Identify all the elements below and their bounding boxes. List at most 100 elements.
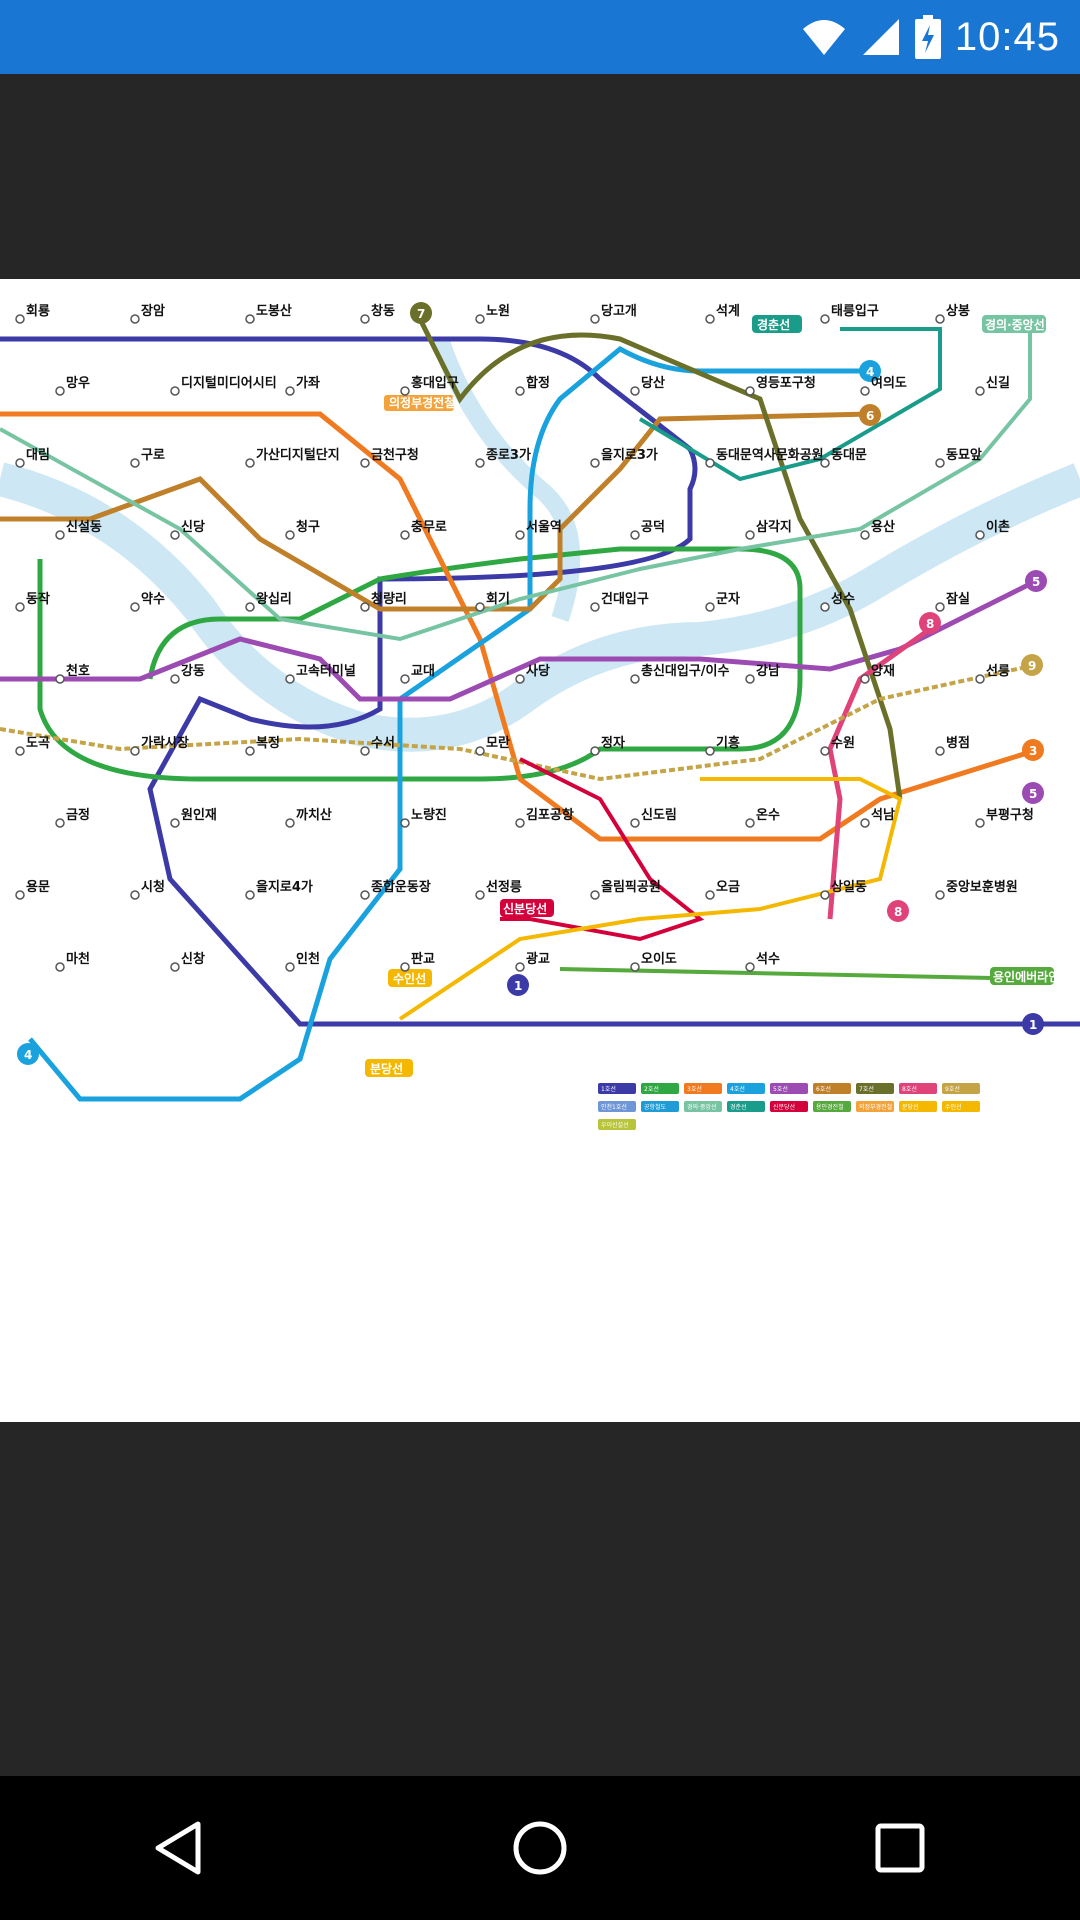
subway-map[interactable]: 의정부경전철 경춘선 경의·중앙선 신분당선 수인선 분당선 용인에버라인 7 … — [0, 279, 1080, 1422]
station-marker — [860, 386, 870, 396]
station-label: 까치산 — [296, 807, 332, 823]
station-label: 석계 — [716, 304, 740, 319]
station-marker — [935, 746, 945, 756]
station-marker — [55, 818, 65, 828]
station-marker — [515, 818, 525, 828]
legend-swatch — [942, 1083, 980, 1094]
station-label: 금정 — [66, 807, 90, 823]
station-label: 왕십리 — [256, 591, 292, 607]
station-label: 동대문역사문화공원 — [716, 447, 824, 463]
legend-label: 6호선 — [816, 1085, 831, 1093]
legend-label: 1호선 — [601, 1085, 616, 1093]
station-marker — [630, 674, 640, 684]
station-marker — [475, 602, 485, 612]
station-label: 건대입구 — [601, 591, 649, 607]
station-label: 군자 — [716, 592, 740, 607]
station-label: 노량진 — [411, 807, 447, 823]
line5-top-badge: 5 — [1025, 570, 1047, 592]
station-label: 동대문 — [831, 448, 867, 463]
station-label: 원인재 — [181, 807, 217, 823]
station-marker — [400, 386, 410, 396]
station-label: 망우 — [66, 375, 90, 391]
station-label: 가산디지털단지 — [256, 447, 340, 463]
station-label: 성수 — [831, 592, 855, 607]
station-label: 신설동 — [66, 520, 102, 535]
station-label: 신창 — [181, 951, 205, 967]
line8-bottom-badge: 8 — [887, 900, 909, 922]
station-marker — [515, 386, 525, 396]
station-label: 광교 — [526, 952, 550, 967]
station-label: 구로 — [141, 448, 165, 463]
status-bar: 10:45 — [0, 0, 1080, 74]
station-marker — [400, 818, 410, 828]
station-label: 청량리 — [371, 591, 407, 607]
station-label: 오이도 — [641, 951, 677, 967]
station-marker — [745, 962, 755, 972]
station-marker — [55, 386, 65, 396]
legend-swatch — [727, 1083, 765, 1094]
back-icon — [155, 1821, 201, 1875]
status-clock: 10:45 — [954, 14, 1060, 59]
station-marker — [860, 818, 870, 828]
svg-text:4: 4 — [24, 1048, 32, 1062]
station-label: 가락시장 — [141, 735, 189, 751]
line-gyeongchun — [638, 327, 942, 482]
legend-swatch — [770, 1083, 808, 1094]
battery-charging-icon — [914, 15, 941, 59]
river-branch — [431, 336, 581, 622]
station-label: 양재 — [871, 664, 895, 679]
legend-label: 9호선 — [945, 1085, 960, 1093]
station-marker — [515, 530, 525, 540]
station-marker — [820, 890, 830, 900]
legend-swatch — [856, 1083, 894, 1094]
station-label: 총신대입구/이수 — [641, 663, 730, 679]
station-label: 회룡 — [26, 303, 50, 319]
station-marker — [285, 818, 295, 828]
svg-text:5: 5 — [1029, 787, 1037, 801]
station-marker — [705, 746, 715, 756]
station-marker — [360, 314, 370, 324]
line-6 — [0, 411, 871, 612]
station-marker — [975, 818, 985, 828]
station-label: 마천 — [66, 951, 90, 967]
legend-label: 5호선 — [773, 1085, 788, 1093]
back-button[interactable] — [120, 1788, 240, 1908]
station-marker — [745, 674, 755, 684]
legend-label: 우이신설선 — [601, 1121, 629, 1129]
recents-button[interactable] — [840, 1788, 960, 1908]
station-label: 이촌 — [986, 519, 1010, 535]
station-marker — [630, 386, 640, 396]
svg-text:8: 8 — [926, 617, 934, 631]
home-button[interactable] — [480, 1788, 600, 1908]
legend-swatch — [770, 1101, 808, 1112]
station-marker — [170, 962, 180, 972]
station-marker — [245, 602, 255, 612]
station-marker — [360, 746, 370, 756]
station-label: 청구 — [296, 519, 320, 535]
station-marker — [590, 890, 600, 900]
station-marker — [630, 530, 640, 540]
cell-signal-icon — [862, 19, 899, 55]
station-label: 모란 — [486, 736, 510, 751]
station-label: 선릉 — [986, 663, 1010, 679]
station-marker — [55, 962, 65, 972]
svg-text:경춘선: 경춘선 — [757, 317, 790, 332]
legend-label: 7호선 — [859, 1085, 874, 1093]
line9-badge: 9 — [1021, 654, 1043, 676]
station-label: 판교 — [411, 951, 435, 967]
station-label: 정자 — [601, 735, 625, 751]
legend-swatch — [856, 1101, 894, 1112]
station-label: 신당 — [181, 519, 205, 535]
station-marker — [975, 530, 985, 540]
svg-text:8: 8 — [894, 905, 902, 919]
legend-swatch — [727, 1101, 765, 1112]
station-label: 천호 — [66, 664, 90, 679]
legend-label: 인천1호선 — [601, 1103, 627, 1111]
legend-swatch — [899, 1101, 937, 1112]
station-marker — [935, 314, 945, 324]
station-label: 도곡 — [26, 736, 50, 751]
station-marker — [475, 458, 485, 468]
legend-label: 용인경전철 — [816, 1103, 844, 1111]
subway-map-canvas[interactable]: 의정부경전철 경춘선 경의·중앙선 신분당선 수인선 분당선 용인에버라인 7 … — [0, 279, 1080, 1422]
station-label: 삼각지 — [756, 519, 792, 535]
